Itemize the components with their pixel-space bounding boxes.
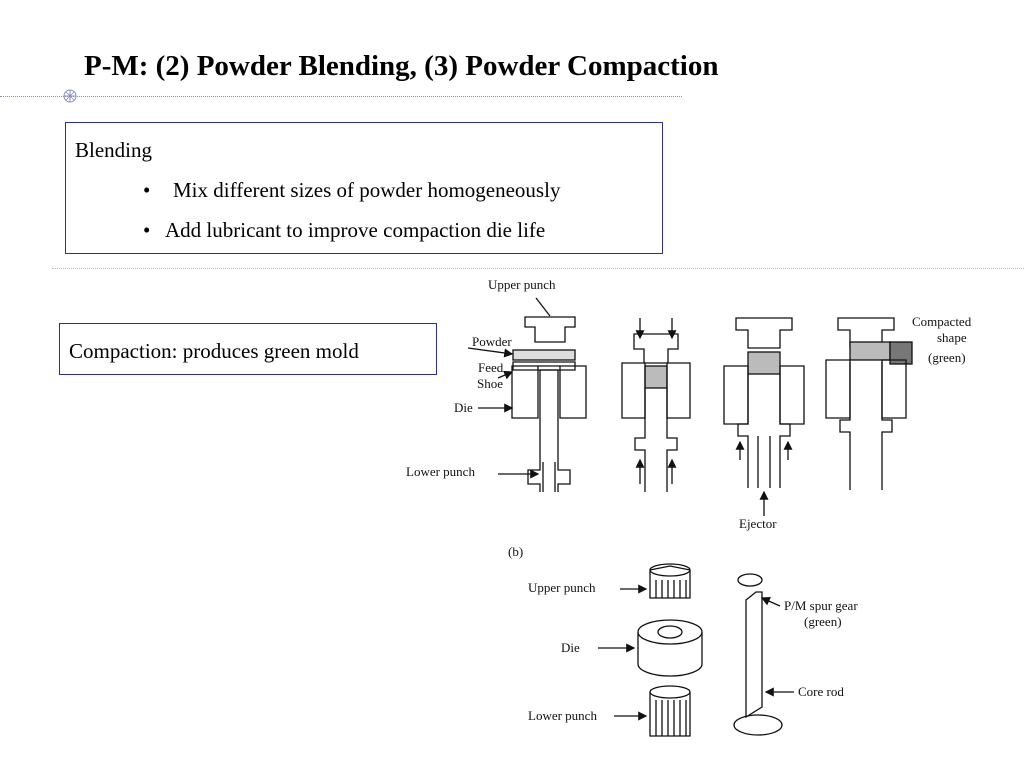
title-divider [0, 96, 682, 97]
divider-ornament-icon [63, 89, 77, 103]
compaction-box: Compaction: produces green mold [59, 323, 437, 375]
label-spur-green: (green) [804, 614, 842, 629]
label-shoe: Shoe [477, 376, 503, 391]
label-feed: Feed [478, 360, 504, 375]
compaction-text: Compaction: produces green mold [69, 339, 359, 363]
blending-heading: Blending [75, 138, 152, 162]
label-powder: Powder [472, 334, 512, 349]
section-divider [52, 268, 1024, 269]
label-spur-gear: P/M spur gear [784, 598, 858, 613]
label-core-rod: Core rod [798, 684, 844, 699]
stage-4-compacted [825, 317, 913, 490]
label-shape: shape [937, 330, 967, 345]
label-upper-punch: Upper punch [488, 277, 556, 292]
label-die: Die [454, 400, 473, 415]
label-green: (green) [928, 350, 966, 365]
label-compacted: Compacted [912, 314, 972, 329]
label-b-upper-punch: Upper punch [528, 580, 596, 595]
label-lower-punch: Lower punch [406, 464, 475, 479]
stage-1-fill [511, 316, 587, 492]
stage-3-eject [723, 317, 805, 488]
compaction-diagram: Upper punch Powder Feed Shoe Die Lower p… [406, 277, 972, 737]
part-b-tooling [637, 563, 783, 737]
slide-title: P-M: (2) Powder Blending, (3) Powder Com… [84, 50, 719, 82]
bullet-text: Mix different sizes of powder homogeneou… [173, 178, 561, 202]
bullet-text: Add lubricant to improve compaction die … [165, 218, 546, 242]
label-b-die: Die [561, 640, 580, 655]
label-ejector: Ejector [739, 516, 777, 531]
blending-box: Blending •Mix different sizes of powder … [65, 122, 663, 254]
blending-bullet-2: •Add lubricant to improve compaction die… [143, 218, 546, 242]
label-part-b: (b) [508, 544, 523, 559]
stage-2-press [621, 333, 691, 492]
blending-bullet-1: •Mix different sizes of powder homogeneo… [143, 178, 561, 202]
label-b-lower-punch: Lower punch [528, 708, 597, 723]
